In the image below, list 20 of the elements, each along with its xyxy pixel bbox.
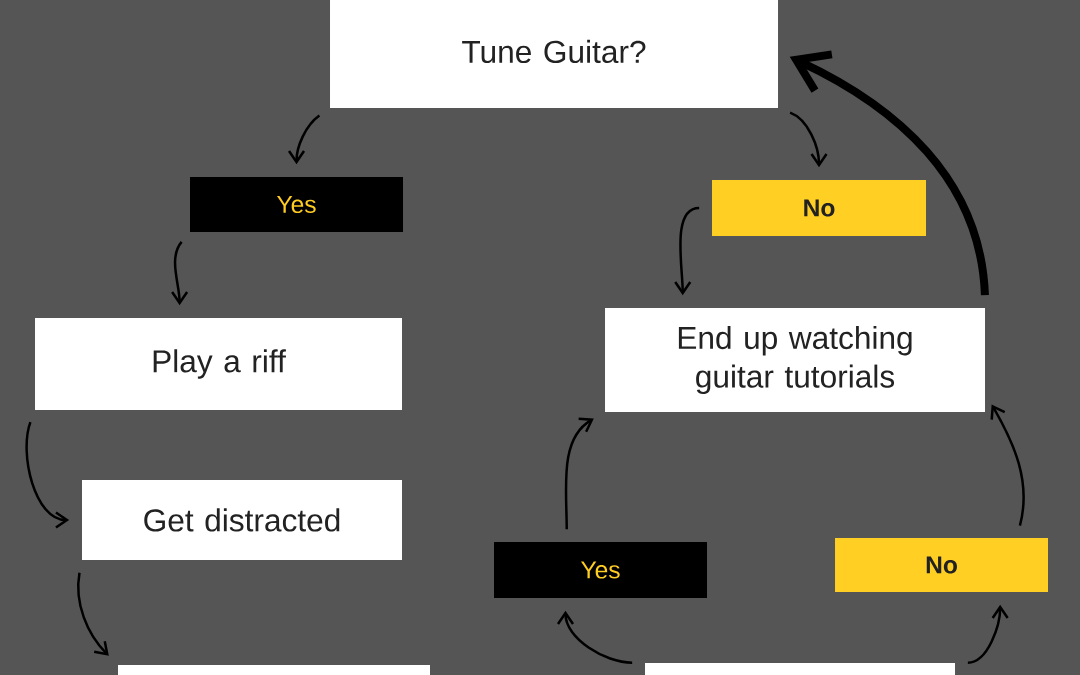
arrow — [287, 114, 321, 165]
process-box: Get distracted — [82, 480, 402, 560]
arrow — [967, 604, 1009, 664]
answer-label: No — [835, 538, 1048, 592]
process-box — [645, 663, 955, 675]
arrow — [789, 111, 828, 168]
process-box: Tune Guitar? — [330, 0, 778, 108]
arrow — [25, 421, 70, 529]
arrow — [990, 404, 1025, 526]
process-box — [118, 665, 430, 675]
answer-label: No — [712, 180, 926, 236]
arrow — [674, 206, 700, 296]
process-box: End up watching guitar tutorials — [605, 308, 985, 412]
arrow — [556, 610, 633, 664]
answer-label: Yes — [494, 542, 707, 598]
answer-label: Yes — [190, 177, 403, 232]
arrow — [77, 572, 109, 656]
arrow — [171, 241, 189, 306]
arrow — [564, 417, 594, 530]
process-box: Play a riff — [35, 318, 402, 410]
